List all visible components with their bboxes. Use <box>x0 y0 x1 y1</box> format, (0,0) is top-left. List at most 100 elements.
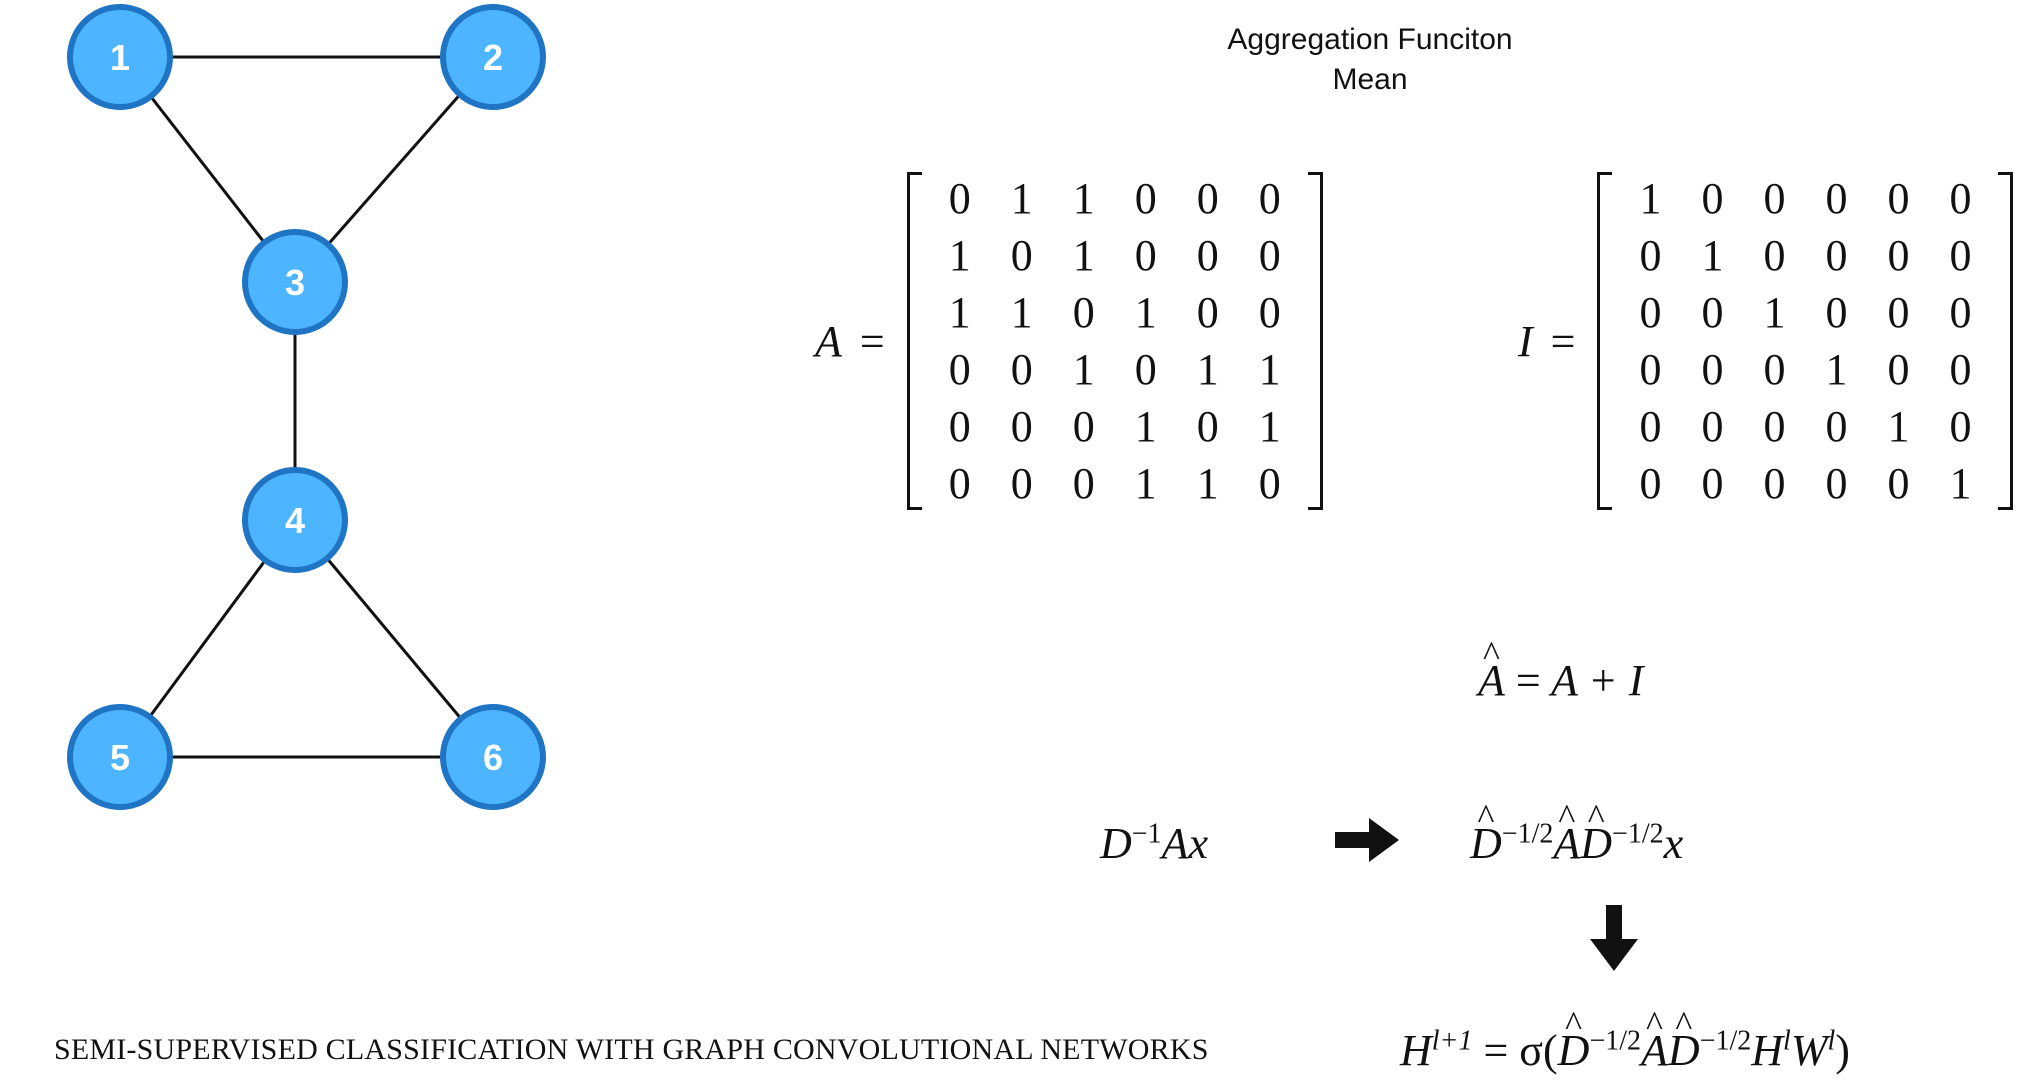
matrix-a-label: A <box>815 316 842 366</box>
matrix-a-cell: 0 <box>1010 345 1033 394</box>
matrix-a-cell: 0 <box>1072 459 1095 508</box>
graph-node-5: 5 <box>67 704 173 810</box>
title-line-2: Mean <box>1332 63 1408 96</box>
matrix-a-cell: 1 <box>1010 174 1033 223</box>
graph-node-1: 1 <box>67 4 173 110</box>
graph-node-label: 5 <box>110 737 130 778</box>
matrix-i-cell: 0 <box>1825 231 1848 280</box>
matrix-a-cell: 1 <box>1072 231 1095 280</box>
gcn-w: W <box>1790 1026 1828 1075</box>
graph-node-circle <box>440 704 546 810</box>
matrix-i-cell: 0 <box>1763 402 1786 451</box>
matrix-a-cell: 0 <box>1134 174 1157 223</box>
matrix-i-cell: 0 <box>1825 402 1848 451</box>
graph-node-label: 4 <box>285 500 305 541</box>
matrix-i-cell: 0 <box>1701 402 1724 451</box>
matrix-i-cell: 0 <box>1949 345 1972 394</box>
matrix-a-cell: 1 <box>1134 288 1157 337</box>
matrix-a-cell: 0 <box>1072 402 1095 451</box>
matrix-i-cell: 0 <box>1887 174 1910 223</box>
sym-exp-1: −1/2 <box>1501 818 1554 850</box>
matrix-a-cell: 0 <box>948 402 971 451</box>
graph-node-4: 4 <box>242 467 348 573</box>
matrix-i-cell: 0 <box>1763 345 1786 394</box>
matrix-a-equals: = <box>859 316 885 366</box>
matrix-i-cell: 0 <box>1701 459 1724 508</box>
matrix-i-cell: 0 <box>1639 345 1662 394</box>
matrix-a-cell: 1 <box>948 231 971 280</box>
matrix-a-cell: 1 <box>1072 174 1095 223</box>
matrix-i-cell: 1 <box>1949 459 1972 508</box>
matrix-i-cell: 0 <box>1887 345 1910 394</box>
matrix-i-cell: 0 <box>1701 288 1724 337</box>
symmetric-normalization-formula: D−1/2AD−1/2x <box>1470 818 1683 869</box>
mean-d: D <box>1100 819 1132 868</box>
matrix-i-equals: = <box>1550 316 1576 366</box>
matrix-i-cell: 0 <box>1887 288 1910 337</box>
matrix-a-cell: 1 <box>1196 345 1219 394</box>
mean-ax: Ax <box>1161 819 1208 868</box>
matrix-a-cell: 0 <box>1134 231 1157 280</box>
matrix-i-cell: 0 <box>1949 174 1972 223</box>
matrix-i-cell: 0 <box>1701 174 1724 223</box>
gcn-d-hat-2: D <box>1668 1025 1700 1076</box>
matrix-a-cell: 0 <box>948 174 971 223</box>
matrix-i-cell: 0 <box>1639 231 1662 280</box>
matrix-a-cell: 0 <box>1196 402 1219 451</box>
matrix-a-cell: 0 <box>1010 459 1033 508</box>
graph-node-circle <box>242 467 348 573</box>
gcn-h: H <box>1400 1026 1432 1075</box>
matrix-a-cell: 1 <box>1072 345 1095 394</box>
gcn-d-hat-1: D <box>1558 1025 1590 1076</box>
gcn-exp-2: −1/2 <box>1699 1025 1752 1057</box>
matrix-a-cell: 0 <box>1072 288 1095 337</box>
mean-d-exp: −1 <box>1131 818 1162 850</box>
matrix-a-cell: 0 <box>948 345 971 394</box>
graph-node-label: 6 <box>483 737 503 778</box>
sym-a-hat: A <box>1553 818 1580 869</box>
matrix-a-cell: 1 <box>1134 459 1157 508</box>
matrix-i-cell: 0 <box>1825 459 1848 508</box>
matrix-i-cell: 0 <box>1949 231 1972 280</box>
matrix-i-cell: 0 <box>1639 288 1662 337</box>
matrix-i-cell: 1 <box>1763 288 1786 337</box>
gcn-exp-1: −1/2 <box>1589 1025 1642 1057</box>
matrix-a-cell: 1 <box>1010 288 1033 337</box>
matrix-i-cell: 1 <box>1825 345 1848 394</box>
matrix-a-cell: 0 <box>1258 288 1281 337</box>
matrix-a-cell: 1 <box>1258 345 1281 394</box>
graph-node-label: 2 <box>483 37 503 78</box>
matrix-i-cell: 0 <box>1763 459 1786 508</box>
matrix-a-cell: 0 <box>1010 231 1033 280</box>
matrix-i-cell: 0 <box>1639 402 1662 451</box>
a-hat-rhs: A + I <box>1550 656 1644 705</box>
a-hat-formula: A = A + I <box>1478 655 1643 706</box>
graph-node-circle <box>67 4 173 110</box>
matrix-a-cell: 0 <box>948 459 971 508</box>
matrix-i-label: I <box>1518 316 1533 366</box>
matrix-a-cell: 0 <box>1010 402 1033 451</box>
matrix-i-cell: 0 <box>1949 288 1972 337</box>
matrix-i-cell: 0 <box>1825 288 1848 337</box>
graph-node-circle <box>440 4 546 110</box>
matrix-i-cell: 0 <box>1763 231 1786 280</box>
graph-node-circle <box>67 704 173 810</box>
matrix-a-cell: 0 <box>1258 231 1281 280</box>
matrix-a-cell: 0 <box>1258 459 1281 508</box>
matrix-a-cell: 1 <box>1258 402 1281 451</box>
gcn-propagation-formula: Hl+1 = σ(D−1/2AD−1/2HlWl) <box>1400 1025 1850 1076</box>
arrow-down-icon <box>1590 905 1638 971</box>
